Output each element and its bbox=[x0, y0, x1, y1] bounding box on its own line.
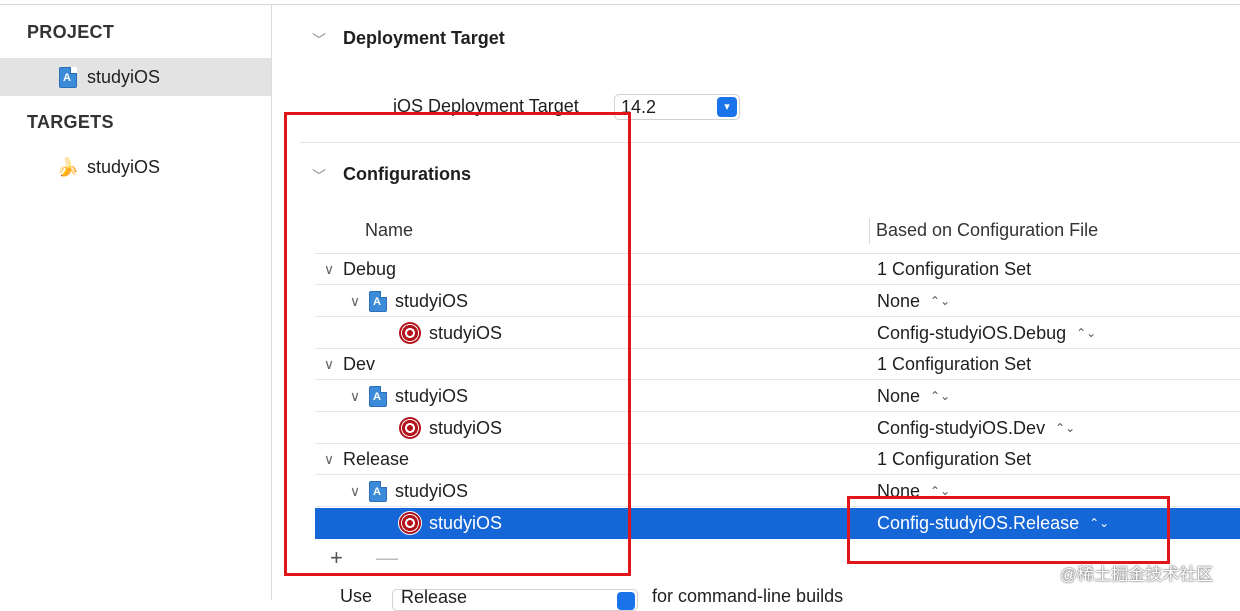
table-row[interactable]: ∨ studyiOS None ⌃⌄ bbox=[315, 476, 1240, 507]
config-based-value: Config-studyiOS.Dev bbox=[877, 417, 1046, 438]
up-down-chevron-icon: ⌃⌄ bbox=[930, 389, 951, 403]
up-down-chevron-icon: ⌃⌄ bbox=[1089, 516, 1110, 530]
command-line-config-select[interactable]: Release bbox=[392, 587, 638, 611]
project-config-name: studyiOS bbox=[395, 385, 469, 406]
column-separator bbox=[869, 218, 870, 244]
deployment-target-select[interactable]: 14.2 ▾ bbox=[614, 94, 740, 120]
up-down-chevron-icon: ⌃⌄ bbox=[1076, 326, 1097, 340]
deployment-target-value: 14.2 bbox=[621, 97, 657, 117]
add-configuration-button[interactable]: + bbox=[330, 545, 343, 570]
remove-configuration-button[interactable]: — bbox=[376, 545, 398, 570]
project-config-name: studyiOS bbox=[395, 290, 469, 311]
targets-heading: TARGETS bbox=[27, 112, 114, 132]
up-down-chevron-icon: ⌃⌄ bbox=[1055, 421, 1076, 435]
xcode-project-icon bbox=[369, 290, 387, 312]
config-file-select[interactable]: Config-studyiOS.Debug ⌃⌄ bbox=[877, 318, 1096, 348]
column-header-name[interactable]: Name bbox=[365, 220, 414, 240]
table-row[interactable]: ∨ studyiOS None ⌃⌄ bbox=[315, 286, 1240, 317]
xcode-project-icon bbox=[369, 385, 387, 407]
column-header-based-on[interactable]: Based on Configuration File bbox=[876, 220, 1099, 240]
config-based-value: 1 Configuration Set bbox=[877, 258, 1032, 279]
up-down-chevron-icon: ⌃⌄ bbox=[930, 294, 951, 308]
chevron-down-icon[interactable]: ﹀ bbox=[312, 168, 326, 184]
configurations-section-title: Configurations bbox=[343, 164, 471, 184]
config-based-value: Config-studyiOS.Debug bbox=[877, 322, 1067, 343]
target-icon bbox=[399, 322, 421, 344]
chevron-down-icon[interactable] bbox=[617, 592, 635, 610]
chevron-down-icon[interactable]: ﹀ bbox=[312, 32, 326, 48]
sidebar-item-project[interactable]: studyiOS bbox=[0, 58, 271, 96]
up-down-chevron-icon: ⌃⌄ bbox=[930, 484, 951, 498]
table-row[interactable]: ∨ Dev 1 Configuration Set bbox=[315, 349, 1240, 380]
table-row-selected[interactable]: studyiOS Config-studyiOS.Release ⌃⌄ bbox=[315, 508, 1240, 539]
config-file-select[interactable]: None ⌃⌄ bbox=[877, 381, 950, 411]
window-top-border bbox=[0, 4, 1240, 5]
table-row[interactable]: ∨ Debug 1 Configuration Set bbox=[315, 254, 1240, 285]
chevron-down-icon[interactable]: ∨ bbox=[349, 387, 361, 404]
config-name: Release bbox=[343, 448, 410, 469]
chevron-down-icon[interactable]: ▾ bbox=[717, 97, 737, 117]
sidebar-item-label: studyiOS bbox=[87, 156, 161, 177]
target-icon bbox=[399, 512, 421, 534]
target-config-name: studyiOS bbox=[429, 417, 503, 438]
table-row[interactable]: ∨ studyiOS None ⌃⌄ bbox=[315, 381, 1240, 412]
command-line-suffix-label: for command-line builds bbox=[652, 586, 844, 606]
config-file-select[interactable]: None ⌃⌄ bbox=[877, 476, 950, 506]
chevron-down-icon[interactable]: ∨ bbox=[349, 482, 361, 499]
sidebar: PROJECT studyiOS TARGETS 🍌 studyiOS bbox=[0, 5, 272, 600]
command-line-use-label: Use bbox=[340, 586, 373, 606]
target-config-name: studyiOS bbox=[429, 512, 503, 533]
sidebar-item-target[interactable]: 🍌 studyiOS bbox=[0, 148, 271, 186]
chevron-down-icon[interactable]: ∨ bbox=[323, 450, 335, 467]
deployment-section-title: Deployment Target bbox=[343, 28, 505, 48]
config-based-value: 1 Configuration Set bbox=[877, 353, 1032, 374]
config-based-value: None bbox=[877, 480, 921, 501]
chevron-down-icon[interactable]: ∨ bbox=[323, 355, 335, 372]
config-name: Dev bbox=[343, 353, 376, 374]
sidebar-item-label: studyiOS bbox=[87, 66, 161, 87]
target-icon bbox=[399, 417, 421, 439]
table-header-divider bbox=[315, 253, 1240, 254]
config-name: Debug bbox=[343, 258, 397, 279]
chevron-down-icon[interactable]: ∨ bbox=[349, 292, 361, 309]
section-divider bbox=[300, 142, 1240, 143]
banana-app-icon: 🍌 bbox=[56, 156, 80, 177]
config-based-value: None bbox=[877, 290, 921, 311]
config-file-select[interactable]: None ⌃⌄ bbox=[877, 286, 950, 316]
config-based-value: None bbox=[877, 385, 921, 406]
target-config-name: studyiOS bbox=[429, 322, 503, 343]
project-config-name: studyiOS bbox=[395, 480, 469, 501]
config-file-select[interactable]: Config-studyiOS.Dev ⌃⌄ bbox=[877, 413, 1075, 443]
xcode-project-icon bbox=[369, 480, 387, 502]
chevron-down-icon[interactable]: ∨ bbox=[323, 260, 335, 277]
xcode-project-icon bbox=[58, 66, 78, 88]
config-based-value: Config-studyiOS.Release bbox=[877, 512, 1080, 533]
table-row[interactable]: studyiOS Config-studyiOS.Dev ⌃⌄ bbox=[315, 413, 1240, 444]
command-line-config-value: Release bbox=[401, 587, 468, 607]
config-file-select[interactable]: Config-studyiOS.Release ⌃⌄ bbox=[877, 508, 1109, 538]
deployment-target-label: iOS Deployment Target bbox=[393, 96, 579, 116]
watermark-text: @稀土掘金技术社区 bbox=[1060, 565, 1214, 584]
config-based-value: 1 Configuration Set bbox=[877, 448, 1032, 469]
project-heading: PROJECT bbox=[27, 22, 115, 42]
table-row[interactable]: ∨ Release 1 Configuration Set bbox=[315, 444, 1240, 475]
table-row[interactable]: studyiOS Config-studyiOS.Debug ⌃⌄ bbox=[315, 318, 1240, 349]
